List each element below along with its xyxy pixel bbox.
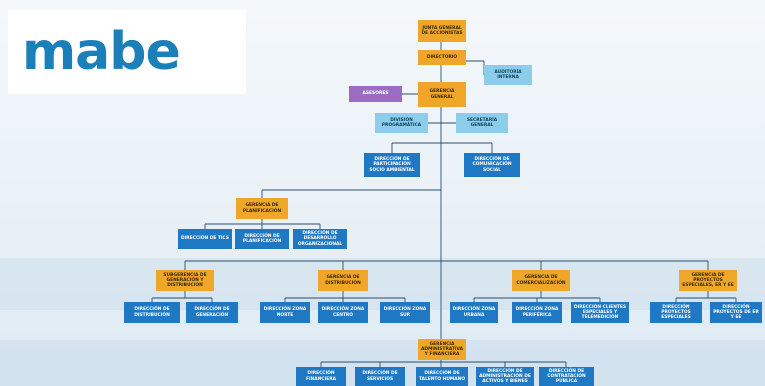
node-gerencia-administrativa: GERENCIA ADMINISTRATIVA Y FINANCIERA bbox=[418, 339, 466, 360]
node-division-programatica: DIVISIÓN PROGRAMÁTICA bbox=[375, 113, 428, 133]
node-gerencia-comercializacion: GERENCIA DE COMERCIALIZACIÓN bbox=[512, 270, 570, 291]
company-logo: mabe bbox=[8, 10, 246, 94]
node-direccion-generacion: DIRECCIÓN DE GENERACIÓN bbox=[186, 302, 238, 323]
node-direccion-administracion-activos: DIRECCIÓN DE ADMINISTRACIÓN DE ACTIVOS Y… bbox=[476, 367, 534, 386]
node-direccion-planificacion: DIRECCIÓN DE PLANIFICACIÓN bbox=[235, 229, 289, 249]
node-direccion-proyectos-especiales: DIRECCIÓN PROYECTOS ESPECIALES bbox=[650, 302, 702, 323]
node-direccion-financiera: DIRECCIÓN FINANCIERA bbox=[296, 367, 346, 386]
node-junta-general: JUNTA GENERAL DE ACCIONISTAS bbox=[418, 20, 466, 42]
node-gerencia-distribucion: GERENCIA DE DISTRIBUCIÓN bbox=[318, 270, 368, 291]
node-direccion-proyectos-er: DIRECCIÓN PROYECTOS DE ER Y EE bbox=[710, 302, 762, 323]
node-direccion-comunicacion-social: DIRECCIÓN DE COMUNICACIÓN SOCIAL bbox=[464, 153, 520, 177]
node-direccion-participacion: DIRECCIÓN DE PARTICIPACIÓN SOCIO AMBIENT… bbox=[364, 153, 420, 177]
node-asesores: ASESORES bbox=[349, 86, 402, 102]
node-direccion-zona-urbana: DIRECCIÓN ZONA URBANA bbox=[450, 302, 498, 323]
node-gerencia-proyectos: GERENCIA DE PROYECTOS ESPECIALES, ER Y E… bbox=[679, 270, 737, 291]
node-direccion-desarrollo: DIRECCIÓN DE DESARROLLO ORGANIZACIONAL bbox=[293, 229, 347, 249]
node-direccion-servicios: DIRECCIÓN DE SERVICIOS bbox=[355, 367, 405, 386]
node-directorio: DIRECTORIO bbox=[418, 50, 466, 65]
node-direccion-zona-centro: DIRECCIÓN ZONA CENTRO bbox=[318, 302, 368, 323]
node-direccion-contratacion-publica: DIRECCIÓN DE CONTRATACIÓN PÚBLICA bbox=[539, 367, 594, 386]
node-gerencia-planificacion: GERENCIA DE PLANIFICACIÓN bbox=[236, 198, 288, 219]
node-direccion-zona-sur: DIRECCIÓN ZONA SUR bbox=[380, 302, 430, 323]
logo-text: mabe bbox=[22, 22, 181, 82]
node-direccion-tics: DIRECCIÓN DE TICS bbox=[178, 229, 232, 249]
background-band bbox=[0, 258, 765, 310]
node-direccion-zona-periferica: DIRECCIÓN ZONA PERIFÉRICA bbox=[512, 302, 562, 323]
node-direccion-clientes-especiales: DIRECCIÓN CLIENTES ESPECIALES Y TELEMEDI… bbox=[571, 302, 629, 323]
node-direccion-zona-norte: DIRECCIÓN ZONA NORTE bbox=[260, 302, 310, 323]
node-auditoria-interna: AUDITORÍA INTERNA bbox=[484, 65, 532, 85]
node-secretaria-general: SECRETARÍA GENERAL bbox=[456, 113, 508, 133]
node-gerencia-general: GERENCIA GENERAL bbox=[418, 82, 466, 107]
node-direccion-talento-humano: DIRECCIÓN DE TALENTO HUMANO bbox=[416, 367, 468, 386]
node-subgerencia-generacion: SUBGERENCIA DE GENERACIÓN Y DISTRIBUCIÓN bbox=[156, 270, 214, 291]
node-direccion-distribucion: DIRECCIÓN DE DISTRIBUCIÓN bbox=[124, 302, 180, 323]
